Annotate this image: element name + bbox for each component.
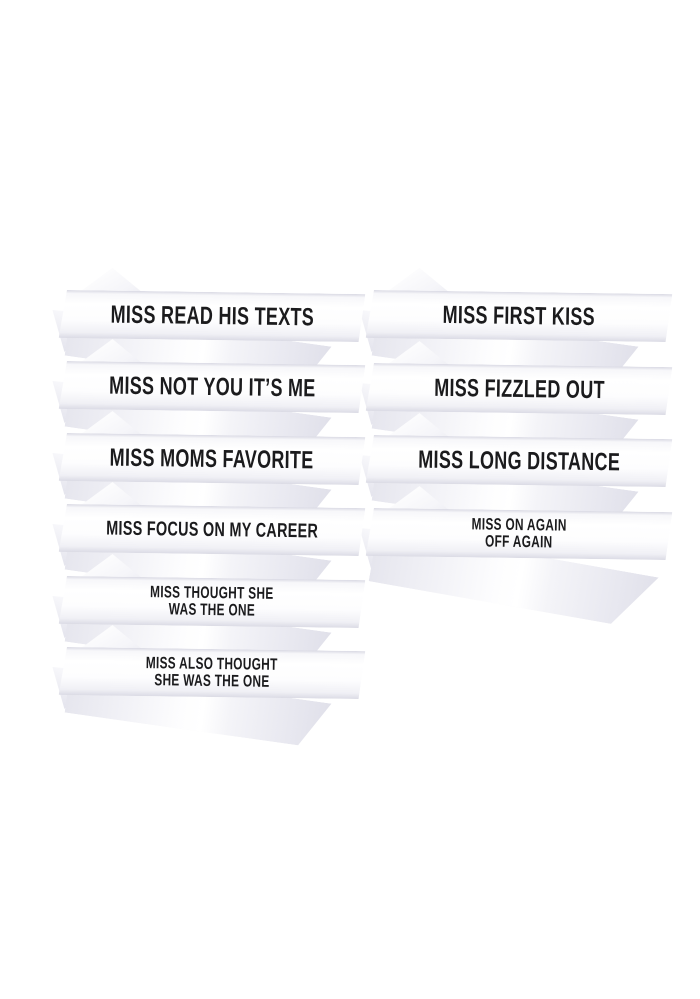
sash-label-line: MISS FOCUS ON MY CAREER xyxy=(105,517,319,542)
sash-label-line: SHE WAS THE ONE xyxy=(154,671,270,691)
sash-left-1: MISS READ HIS TEXTS xyxy=(52,266,367,382)
sash-label-line: MISS LONG DISTANCE xyxy=(417,445,621,477)
sash-label: MISS READ HIS TEXTS xyxy=(59,290,366,342)
sash-right-1: MISS FIRST KISS xyxy=(359,266,674,382)
sash-label: MISS LONG DISTANCE xyxy=(366,435,673,487)
sash-label-line: MISS FIRST KISS xyxy=(442,300,596,331)
sash-label: MISS MOMS FAVORITE xyxy=(59,433,366,485)
sash-label-line: MISS FIZZLED OUT xyxy=(433,373,605,405)
sash-label: MISS FIZZLED OUT xyxy=(366,363,673,415)
sash-label-line: MISS READ HIS TEXTS xyxy=(110,300,314,332)
sash-label: MISS FIRST KISS xyxy=(366,290,673,342)
sash-label: MISS NOT YOU IT’S ME xyxy=(59,361,366,413)
sash-label-line: WAS THE ONE xyxy=(168,600,256,620)
sash-label: MISS FOCUS ON MY CAREER xyxy=(59,504,366,556)
sash-label-line: OFF AGAIN xyxy=(485,532,553,552)
sash-label-line: MISS MOMS FAVORITE xyxy=(109,443,315,475)
sash-label-line: MISS NOT YOU IT’S ME xyxy=(108,371,316,403)
